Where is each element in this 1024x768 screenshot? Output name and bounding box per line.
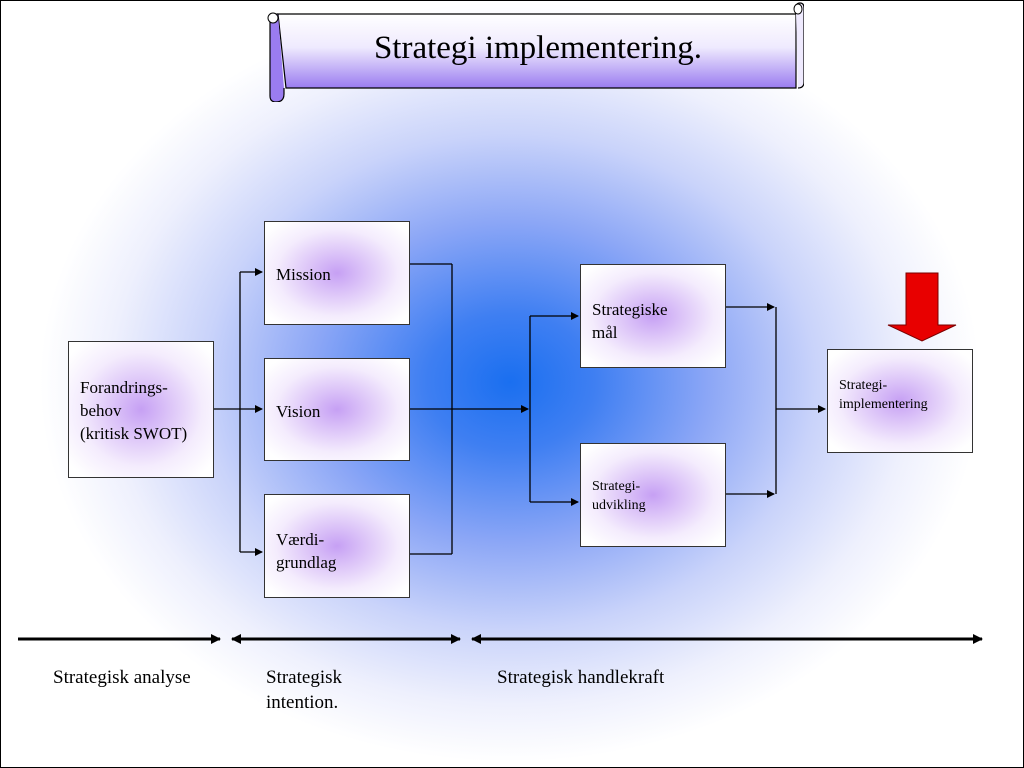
box-strategiske-maal: Strategiske mål [580,264,726,368]
stage-label-analyse: Strategisk analyse [53,667,191,688]
box-strategi-udvikling: Strategi- udvikling [580,443,726,547]
box-forandrings-behov: Forandrings- behov (kritisk SWOT) [68,341,214,478]
box-vision: Vision [264,358,410,461]
title-scroll-banner [264,2,804,102]
box-strategi-udvikling-label: Strategi- udvikling [592,479,646,513]
box-strategi-implementering: Strategi- implementering [827,349,973,453]
red-down-arrow-icon [887,272,957,342]
box-mission: Mission [264,221,410,325]
box-vaerdigrundlag-label: Værdi- grundlag [276,530,337,572]
box-strategiske-maal-label: Strategiske mål [592,300,668,342]
box-forandrings-behov-label: Forandrings- behov (kritisk SWOT) [80,378,188,443]
box-mission-label: Mission [276,265,331,284]
box-vaerdigrundlag: Værdi- grundlag [264,494,410,598]
stage-label-intention: Strategisk intention. [266,667,342,713]
box-vision-label: Vision [276,402,321,421]
box-strategi-implementering-label: Strategi- implementering [839,378,928,412]
page-title: Strategi implementering. [373,30,703,66]
stage-label-handlekraft: Strategisk handlekraft [497,667,665,688]
